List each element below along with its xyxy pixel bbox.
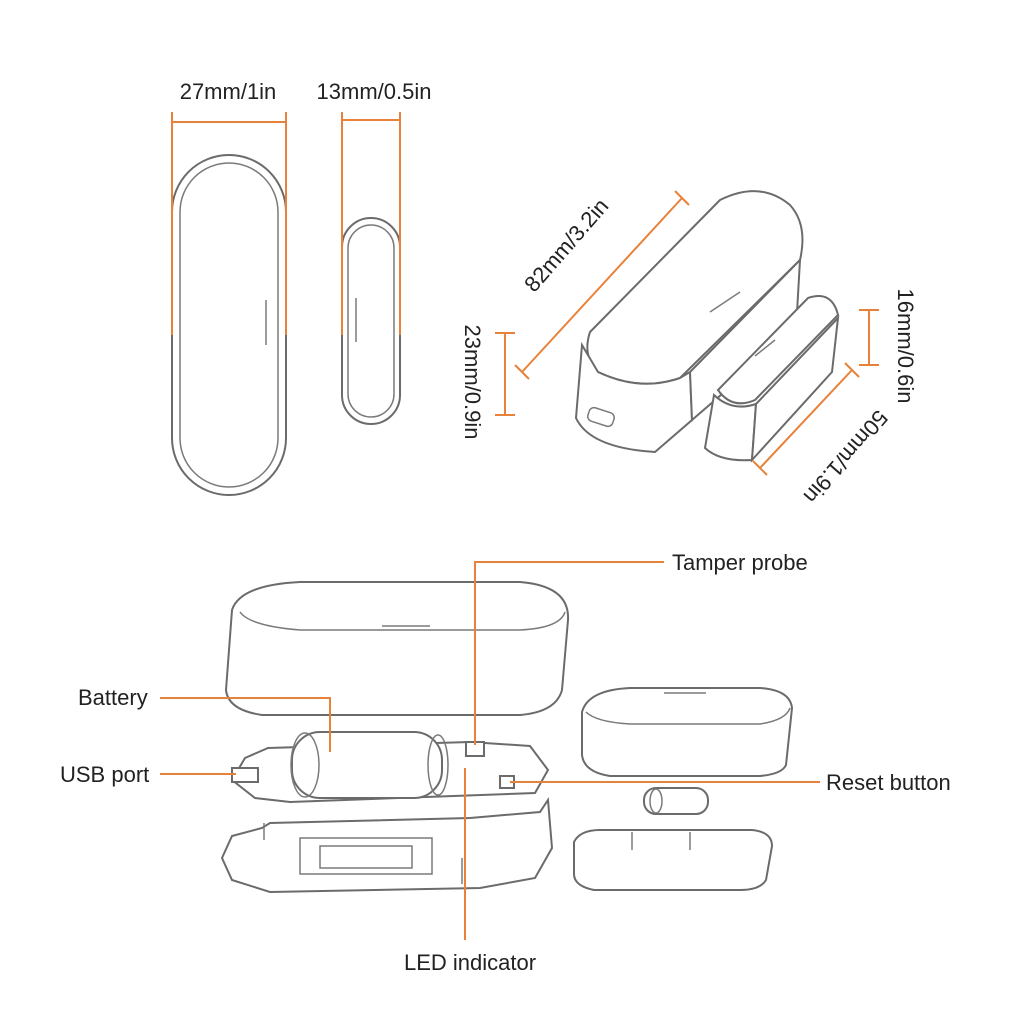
large-unit-width-dimension: 27mm/1in <box>171 79 287 335</box>
pcb-board <box>230 731 550 804</box>
base-housing <box>220 797 554 894</box>
small-unit-front-view <box>341 217 401 425</box>
reset-button-callout: Reset button <box>510 770 951 795</box>
small-unit-isometric-view <box>703 295 840 463</box>
reset-button-label: Reset button <box>826 770 951 795</box>
height-small-dimension: 16mm/0.6in <box>859 289 918 404</box>
led-indicator-label: LED indicator <box>404 950 536 975</box>
length-small-label: 50mm/1.9in <box>799 405 893 508</box>
led-indicator-callout: LED indicator <box>404 768 536 975</box>
battery-callout: Battery <box>78 685 331 752</box>
height-small-label: 16mm/0.6in <box>893 289 918 404</box>
small-cover <box>581 687 794 777</box>
width-large-label: 27mm/1in <box>180 79 277 104</box>
small-base <box>573 829 774 891</box>
length-large-label: 82mm/3.2in <box>519 194 613 297</box>
height-large-dimension: 23mm/0.9in <box>460 325 515 440</box>
large-unit-isometric-view <box>574 190 804 454</box>
tamper-probe-callout: Tamper probe <box>474 550 808 745</box>
height-large-label: 23mm/0.9in <box>460 325 485 440</box>
small-unit-width-dimension: 13mm/0.5in <box>317 79 432 335</box>
tamper-probe-label: Tamper probe <box>672 550 808 575</box>
usb-port-icon <box>587 406 615 428</box>
usb-port-label: USB port <box>60 762 149 787</box>
usb-port-callout: USB port <box>60 762 236 787</box>
small-battery-cell <box>643 787 709 815</box>
width-small-label: 13mm/0.5in <box>317 79 432 104</box>
main-cover <box>224 581 570 716</box>
battery-label: Battery <box>78 685 148 710</box>
large-unit-front-view <box>171 154 287 496</box>
